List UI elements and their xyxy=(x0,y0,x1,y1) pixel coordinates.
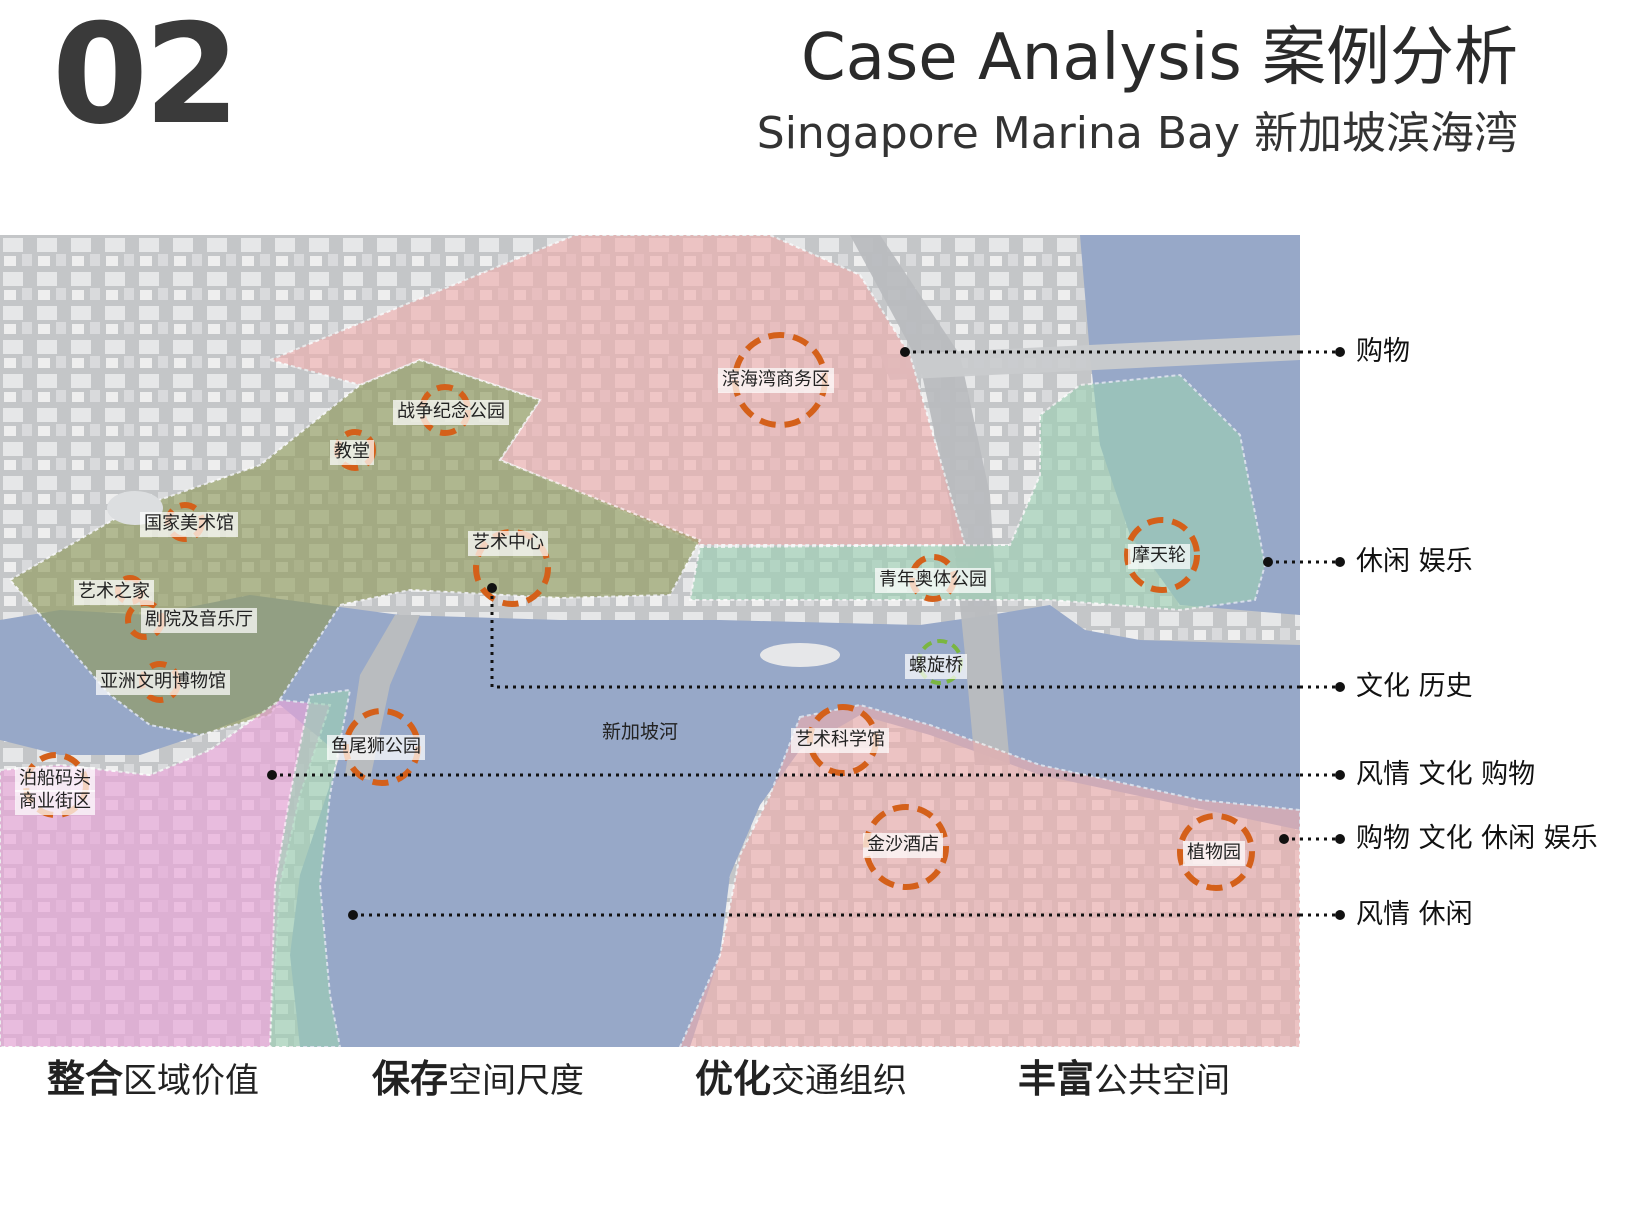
label-merlion-park: 鱼尾狮公园 xyxy=(327,735,425,760)
label-youth-olympic-park: 青年奥体公园 xyxy=(875,568,991,593)
page-title: Case Analysis 案例分析 xyxy=(801,21,1518,95)
principle-enrich: 丰富公共空间 xyxy=(1018,1057,1231,1101)
zone-sands xyxy=(678,703,1300,1047)
principle-preserve: 保存空间尺度 xyxy=(372,1057,585,1101)
label-theatre-concert-hall: 剧院及音乐厅 xyxy=(141,608,257,633)
legend-connectors xyxy=(1300,347,1345,920)
legend-item-leisure: 休闲 娱乐 xyxy=(1356,546,1473,577)
label-national-gallery: 国家美术馆 xyxy=(140,512,238,537)
label-botanic-garden: 植物园 xyxy=(1183,841,1245,866)
label-flyer: 摩天轮 xyxy=(1128,544,1190,569)
legend-item-shopping: 购物 xyxy=(1356,336,1410,367)
left-water xyxy=(0,615,40,735)
legend-item-style-culture-shopping: 风情 文化 购物 xyxy=(1356,759,1536,790)
label-arts-centre: 艺术中心 xyxy=(468,531,548,556)
label-marina-bay-sands: 金沙酒店 xyxy=(863,833,943,858)
design-principles: 整合区域价值 保存空间尺度 优化交通组织 丰富公共空间 xyxy=(0,1060,1300,1110)
label-church: 教堂 xyxy=(330,440,374,465)
map-graphic xyxy=(0,235,1300,1047)
label-asian-civilisations-museum: 亚洲文明博物馆 xyxy=(96,670,230,695)
legend-item-style-leisure: 风情 休闲 xyxy=(1356,899,1473,930)
float-platform xyxy=(760,643,840,667)
marker-garden xyxy=(1177,813,1255,891)
legend-item-mixed: 购物 文化 休闲 娱乐 xyxy=(1356,823,1598,854)
label-boat-quay-line2: 商业街区 xyxy=(15,790,95,815)
leader-lines xyxy=(272,350,1300,917)
label-marina-bay-cbd: 滨海湾商务区 xyxy=(718,368,834,393)
zone-leisure-park xyxy=(688,373,1267,612)
leader-dots xyxy=(267,347,1289,920)
bridge-east xyxy=(850,235,1010,765)
marker-flyer xyxy=(1124,517,1200,593)
marker-arts-centre xyxy=(473,529,551,607)
zone-civic xyxy=(8,358,702,737)
label-artscience-museum: 艺术科学馆 xyxy=(791,728,889,753)
label-singapore-river: 新加坡河 xyxy=(602,721,679,743)
page-subtitle: Singapore Marina Bay 新加坡滨海湾 xyxy=(756,108,1518,159)
site-map: 滨海湾商务区 战争纪念公园 教堂 国家美术馆 艺术中心 艺术之家 剧院及音乐厅 … xyxy=(0,235,1300,1047)
principle-integrate: 整合区域价值 xyxy=(47,1057,260,1101)
bridge-road xyxy=(880,335,1300,380)
label-arts-house: 艺术之家 xyxy=(74,580,154,605)
principle-optimize: 优化交通组织 xyxy=(695,1057,908,1101)
label-helix-bridge: 螺旋桥 xyxy=(905,654,967,679)
section-number: 02 xyxy=(52,0,240,155)
label-boat-quay-line1: 泊船码头 xyxy=(15,767,95,792)
label-war-memorial-park: 战争纪念公园 xyxy=(393,400,509,425)
legend-item-culture-history: 文化 历史 xyxy=(1356,671,1473,702)
